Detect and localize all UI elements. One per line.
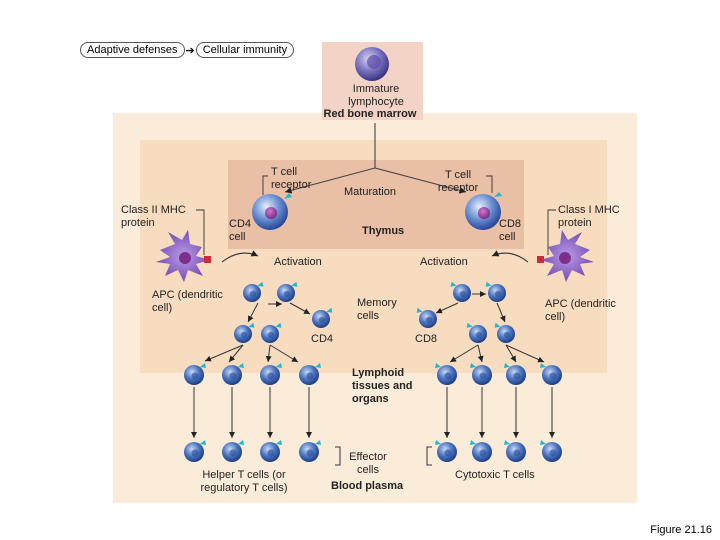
label-cd4-cell: CD4 cell [229,218,252,243]
label-tcell-receptor-right: T cell receptor [437,169,479,194]
clone-arrow [505,344,517,363]
t-cell [222,363,244,385]
t-cell [466,322,487,343]
breadcrumb-adaptive-defenses[interactable]: Adaptive defenses [80,42,185,58]
t-cell [504,363,526,385]
receptor-leader-right [486,175,493,193]
label-class2-mhc: Class II MHC protein [121,204,186,229]
clone-arrows [191,291,555,438]
t-cell [222,440,244,462]
immature-lymphocyte [355,47,389,81]
label-class1-mhc: Class I MHC protein [558,204,620,229]
label-red-bone-marrow: Red bone marrow [323,108,417,120]
apc-right [537,230,594,282]
label-blood-plasma: Blood plasma [331,480,404,492]
clone-arrow [204,344,244,362]
label-tcell-receptor-left: T cell receptor [271,166,312,191]
t-cell [494,322,515,343]
label-apc-left: APC (dendritic cell) [152,289,223,314]
clone-arrow [477,344,484,363]
clone-arrow [449,344,479,363]
label-cd4: CD4 [311,333,334,345]
t-cell [184,440,206,462]
clone-arrow [247,302,259,323]
t-cell [243,281,264,302]
t-cell [260,363,282,385]
t-cell [234,322,255,343]
clone-arrow [496,302,506,323]
clone-arrow [269,344,299,363]
label-effector-cells: Effector cells [349,451,387,476]
t-cell [450,281,471,302]
cd8-clone-cells [416,281,562,462]
t-cell [470,363,492,385]
label-activation-left: Activation [274,256,322,268]
clone-arrow [505,344,545,363]
label-thymus: Thymus [362,225,405,237]
t-cell [312,307,333,328]
label-immature-lymphocyte: Immature lymphocyte [348,83,404,108]
cd4-thymus-cell [252,193,292,230]
t-cell [435,440,457,462]
label-maturation: Maturation [344,186,396,198]
t-cell [299,363,321,385]
t-cell [435,363,457,385]
label-cytotoxic-t-cells: Cytotoxic T cells [455,469,535,481]
clone-arrow [289,302,311,315]
label-helper-t-cells: Helper T cells (or regulatory T cells) [200,469,288,494]
arrow-right-icon: ➔ [185,44,195,57]
t-cell [299,440,321,462]
cd4-clone-cells [184,281,333,462]
t-cell [261,322,282,343]
label-apc-right: APC (dendritic cell) [545,298,616,323]
t-cell [485,281,506,302]
t-cell [277,281,298,302]
breadcrumb-cellular-immunity[interactable]: Cellular immunity [195,42,295,58]
t-cell [540,363,562,385]
t-cell [470,440,492,462]
activation-arrows [221,250,529,263]
label-cd8-cell: CD8 cell [499,218,522,243]
clone-arrow [228,344,244,363]
t-cell [504,440,526,462]
label-cd8: CD8 [415,333,438,345]
figure-label: Figure 21.16 [650,524,712,536]
t-cell [184,363,206,385]
receptor-leader-left [262,175,268,195]
class2-leader [196,209,205,255]
maturation-lines [284,123,467,194]
t-cell [260,440,282,462]
cd8-thymus-cell [465,192,502,230]
clone-arrow [435,302,459,314]
label-memory-cells: Memory cells [357,297,397,322]
effector-bracket-left [335,446,341,466]
clone-arrow [265,344,272,363]
effector-bracket-right [426,446,432,466]
label-lymphoid-tissues: Lymphoid tissues and organs [352,367,413,405]
t-cell [416,307,437,328]
breadcrumb: Adaptive defenses ➔ Cellular immunity [80,41,295,59]
apc-left [156,230,211,282]
class1-leader [547,209,556,255]
label-activation-right: Activation [420,256,468,268]
t-cell [540,440,562,462]
